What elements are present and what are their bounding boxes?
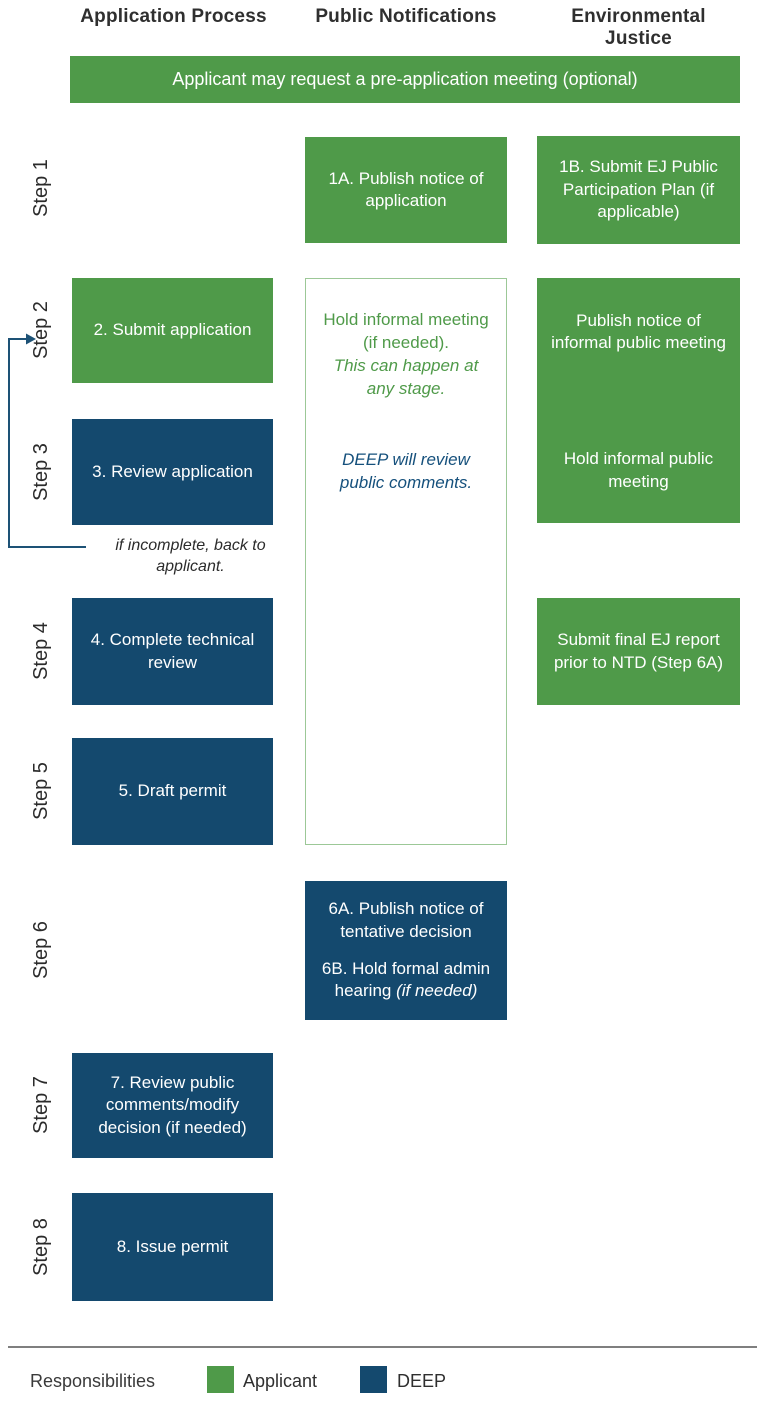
ej-hold-meeting-text: Hold informal public meeting <box>563 449 714 491</box>
legend-divider <box>8 1346 757 1348</box>
column-header-environmental-justice: Environmental Justice <box>571 6 706 49</box>
box-1a-publish-notice-of-application: 1A. Publish notice of application <box>305 137 507 243</box>
box-4-complete-technical-review: 4. Complete technical review <box>72 598 273 705</box>
step-label-7: Step 7 <box>30 1076 52 1134</box>
step-label-1: Step 1 <box>30 159 52 217</box>
legend-title: Responsibilities <box>30 1371 156 1391</box>
box-6b-normal: 6B. Hold formal admin hearing <box>321 959 491 1001</box>
box-7-review-public-comments: 7. Review public comments/modify decisio… <box>72 1053 273 1158</box>
legend-swatch-deep <box>360 1366 387 1393</box>
ej-publish-notice-text: Publish notice of informal public meetin… <box>551 311 726 353</box>
column-header-application-process: Application Process <box>80 6 267 27</box>
informal-meeting-normal: Hold informal meeting (if needed). <box>323 310 489 352</box>
box-2-submit-application: 2. Submit application <box>72 278 273 383</box>
column-header-public-notifications: Public Notifications <box>315 6 497 27</box>
box-6a-text: 6A. Publish notice of tentative decision <box>328 899 484 941</box>
step-label-5: Step 5 <box>30 762 52 820</box>
step-label-6: Step 6 <box>30 921 52 979</box>
deep-review-note: DEEP will review public comments. <box>339 449 473 492</box>
step-label-8: Step 8 <box>30 1218 52 1276</box>
box-6-tentative-decision: 6A. Publish notice of tentative decision… <box>305 881 507 1020</box>
pre-application-banner: Applicant may request a pre-application … <box>70 56 740 103</box>
box-6b-italic: (if needed) <box>396 981 478 1001</box>
legend-label-applicant: Applicant <box>243 1371 318 1391</box>
loopback-arrow <box>8 333 86 548</box>
box-5-draft-permit: 5. Draft permit <box>72 738 273 845</box>
legend-swatch-applicant <box>207 1366 234 1393</box>
box-1b-submit-ej-plan: 1B. Submit EJ Public Participation Plan … <box>537 136 740 244</box>
loopback-note: if incomplete, back to applicant. <box>115 537 266 575</box>
legend-label-deep: DEEP <box>397 1371 447 1391</box>
informal-meeting-text: Hold informal meeting (if needed). This … <box>318 309 494 401</box>
box-3-review-application: 3. Review application <box>72 419 273 525</box>
box-ej-informal-meeting: Publish notice of informal public meetin… <box>537 278 740 523</box>
box-informal-meeting-note: Hold informal meeting (if needed). This … <box>305 278 507 845</box>
box-6b-text: 6B. Hold formal admin hearing (if needed… <box>319 958 493 1003</box>
step-label-4: Step 4 <box>30 622 52 680</box>
informal-meeting-italic: This can happen at any stage. <box>333 355 479 398</box>
box-8-issue-permit: 8. Issue permit <box>72 1193 273 1301</box>
box-ej-final-report: Submit final EJ report prior to NTD (Ste… <box>537 598 740 705</box>
